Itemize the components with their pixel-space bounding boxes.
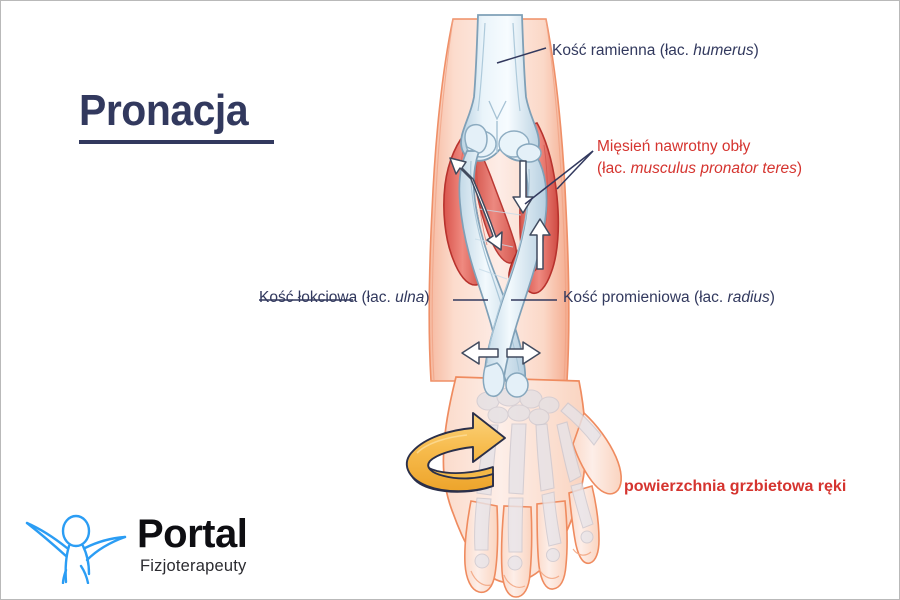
logo-wordmark: Portal: [137, 512, 248, 556]
label-dorsal-surface: powierzchnia grzbietowa ręki: [624, 478, 847, 495]
label-pronator-line2: (łac. musculus pronator teres): [597, 158, 802, 180]
label-pronator-open: (łac.: [597, 160, 631, 177]
label-radius: Kość promieniowa (łac. radius): [563, 288, 775, 309]
label-pronator-teres: Mięsień nawrotny obły (łac. musculus pro…: [597, 136, 802, 180]
page-title-text: Pronacja: [79, 86, 249, 135]
logo-subtitle: Fizjoterapeuty: [140, 557, 247, 575]
label-ulna-close: ): [424, 289, 430, 306]
label-radius-close: ): [769, 289, 775, 306]
label-ulna: Kość łokciowa (łac. ulna): [259, 288, 430, 309]
label-humerus-pl: Kość ramienna (łac.: [552, 42, 694, 59]
label-radius-pl: Kość promieniowa (łac.: [563, 289, 728, 306]
label-humerus: Kość ramienna (łac. humerus): [552, 41, 759, 62]
page-title: Pronacja: [79, 89, 274, 144]
label-radius-latin: radius: [727, 289, 770, 306]
label-pronator-line1: Mięsień nawrotny obły: [597, 138, 751, 155]
logo: Portal Fizjoterapeuty: [19, 506, 259, 586]
label-pronator-latin: musculus pronator teres: [630, 160, 797, 177]
label-ulna-pl: Kość łokciowa (łac.: [259, 289, 396, 306]
stick-figure-icon: [25, 514, 127, 584]
muscle-action-arrows: [449, 157, 551, 365]
pronation-rotation-arrow: [405, 412, 506, 493]
label-humerus-latin: humerus: [693, 42, 754, 59]
label-humerus-close: ): [753, 42, 759, 59]
title-underline: [79, 140, 274, 144]
leader-lines: [259, 47, 594, 301]
label-pronator-close: ): [796, 160, 803, 177]
label-ulna-latin: ulna: [395, 289, 425, 306]
